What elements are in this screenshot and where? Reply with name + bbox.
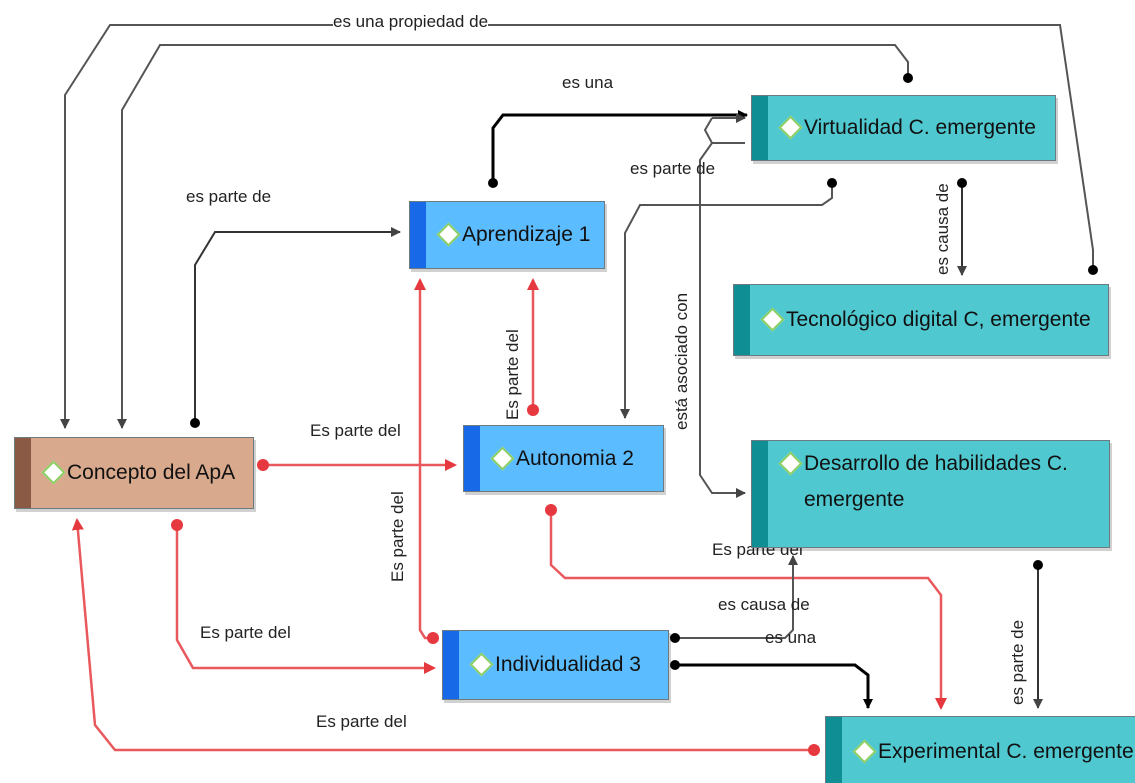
node-label: Autonomia 2	[516, 447, 634, 470]
node-label-line1: Desarrollo de habilidades C.	[804, 452, 1068, 475]
node-virtualidad[interactable]: Virtualidad C. emergente	[751, 95, 1056, 161]
link-dot	[257, 459, 269, 471]
node-aprendizaje[interactable]: Aprendizaje 1	[409, 201, 605, 269]
link-dot	[957, 178, 967, 188]
link-virt-autonomia	[620, 183, 833, 419]
link-aut-exp	[549, 510, 947, 710]
link-exp-concepto	[71, 518, 814, 752]
link-dot	[1033, 560, 1043, 570]
edge-label-concepto-aut: Es parte del	[310, 421, 401, 440]
concept-diamond-icon	[436, 222, 461, 247]
concept-diamond-icon	[760, 307, 785, 332]
node-label-line2: emergente	[804, 488, 905, 511]
node-stripe	[410, 202, 426, 268]
concept-diamond-icon	[852, 739, 877, 764]
concept-diamond-icon	[778, 451, 803, 476]
edge-label-des-exp: es parte de	[1008, 619, 1027, 705]
node-label: Individualidad 3	[495, 653, 641, 676]
link-ind-des	[675, 555, 798, 639]
concept-diamond-icon	[490, 446, 515, 471]
edge-label-es-una-ind: es una	[765, 628, 817, 647]
link-virt-concepto	[117, 44, 909, 429]
link-dot	[670, 633, 680, 643]
edge-label-causa-ind: es causa de	[718, 595, 810, 614]
node-label: Virtualidad C. emergente	[804, 116, 1036, 139]
link-concepto-ind	[175, 525, 436, 674]
node-experimental[interactable]: Experimental C. emergente	[825, 716, 1135, 783]
concept-diamond-icon	[469, 652, 494, 677]
node-label: Experimental C. emergente	[878, 740, 1134, 763]
edge-label-propiedad: es una propiedad de	[333, 12, 489, 32]
link-dot	[527, 404, 539, 416]
link-concepto-aprend	[194, 227, 401, 423]
node-desarrollo[interactable]: Desarrollo de habilidades C. emergente	[751, 440, 1110, 548]
concept-diamond-icon	[41, 460, 66, 485]
link-aprend-virt	[491, 110, 748, 183]
link-asociado-curve	[703, 117, 713, 144]
link-propiedad	[60, 24, 1094, 429]
edge-label-ind-aprend: Es parte del	[388, 491, 407, 582]
link-dot	[190, 418, 200, 428]
link-dot	[488, 178, 498, 188]
link-dot	[1088, 265, 1098, 275]
node-label: Tecnológico digital C, emergente	[786, 308, 1091, 331]
edge-label-asociado: está asociado con	[672, 292, 691, 430]
node-stripe	[443, 631, 459, 699]
node-autonomia[interactable]: Autonomia 2	[463, 425, 664, 492]
link-ind-aprend	[414, 278, 433, 640]
node-label: Concepto del ApA	[67, 461, 236, 484]
link-dot	[808, 744, 820, 756]
link-dot	[827, 178, 837, 188]
link-dot	[427, 632, 439, 644]
node-stripe	[752, 96, 768, 160]
node-individualidad[interactable]: Individualidad 3	[442, 630, 669, 700]
link-asociado	[699, 142, 746, 498]
link-dot	[903, 73, 913, 83]
edge-label-exp-concepto: Es parte del	[316, 712, 407, 731]
edge-label-parte-virt: es parte de	[630, 159, 716, 178]
link-dot	[545, 504, 557, 516]
link-ind-exp	[675, 663, 873, 709]
edge-label-concepto-ind: Es parte del	[200, 623, 291, 642]
node-stripe	[826, 717, 842, 783]
link-dot	[670, 660, 680, 670]
link-dot	[171, 519, 183, 531]
node-concepto[interactable]: Concepto del ApA	[14, 437, 254, 509]
edge-label-causa-tec: es causa de	[933, 183, 952, 275]
concept-diamond-icon	[778, 115, 803, 140]
node-stripe	[15, 438, 31, 508]
edge-label-parte-aprend: es parte de	[186, 187, 272, 206]
node-stripe	[752, 441, 768, 547]
node-label: Aprendizaje 1	[462, 223, 591, 246]
edge-label-aut-aprend: Es parte del	[503, 329, 522, 420]
node-stripe	[734, 285, 750, 355]
node-stripe	[464, 426, 480, 491]
edge-label-es-una: es una	[562, 73, 614, 92]
node-tecnologico[interactable]: Tecnológico digital C, emergente	[733, 284, 1109, 356]
